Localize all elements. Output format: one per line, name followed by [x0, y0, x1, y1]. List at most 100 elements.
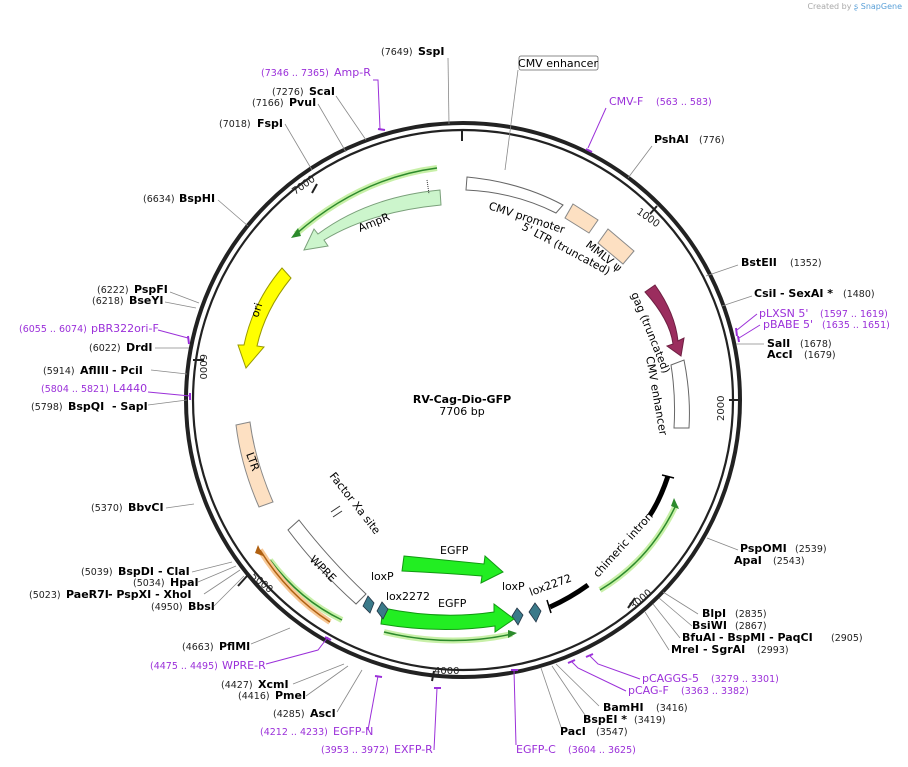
cag-bar-end: [661, 474, 675, 479]
svg-text:(1635 .. 1651): (1635 .. 1651): [822, 320, 890, 331]
tick-label-7000: 7000: [290, 174, 317, 198]
cag-promoter-bar: [647, 475, 671, 517]
svg-text:(3363 .. 3382): (3363 .. 3382): [681, 686, 749, 697]
site-bspdi: BspDI: [118, 565, 154, 578]
ltr-label: LTR: [243, 451, 262, 474]
primer-wpre-r: WPRE-R: [222, 659, 266, 672]
svg-text:(3416): (3416): [656, 703, 688, 714]
svg-text:(6222): (6222): [97, 285, 129, 296]
svg-text:(4212 .. 4233): (4212 .. 4233): [260, 727, 328, 738]
site-blpi: BlpI: [702, 607, 726, 620]
svg-text:(1679): (1679): [804, 350, 836, 361]
ampr-arrow: [303, 189, 442, 251]
site-pflmi: PflMI: [219, 640, 250, 653]
primers: (7346 .. 7365) Amp-R CMV-F (563 .. 583) …: [19, 66, 890, 756]
svg-text:(4950): (4950): [151, 602, 183, 613]
site-bsphi: BspHI: [179, 192, 215, 205]
lox2272-right-label: lox2272: [528, 572, 574, 599]
site-sspi: SspI: [418, 45, 444, 58]
primer-pbr322ori-f: pBR322ori-F: [91, 322, 159, 335]
site-bspei: BspEI *: [583, 713, 627, 726]
svg-text:(776): (776): [699, 135, 725, 146]
svg-text:(6634): (6634): [143, 194, 175, 205]
site-bbvci: BbvCI: [128, 501, 164, 514]
site-mrei: MreI: [671, 643, 699, 656]
svg-text:(4663): (4663): [182, 642, 214, 653]
svg-text:(2867): (2867): [735, 621, 767, 632]
egfp-line: [383, 631, 513, 642]
svg-text:(6022): (6022): [89, 343, 121, 354]
ori-arrow: [237, 267, 292, 369]
site-pshai: PshAI: [654, 133, 689, 146]
primer-pcag-f: pCAG-F: [628, 684, 669, 697]
site-bsteii: BstEII: [741, 256, 777, 269]
svg-text:(5798): (5798): [31, 402, 63, 413]
svg-text:(4416): (4416): [238, 691, 270, 702]
svg-text:(3419): (3419): [634, 715, 666, 726]
egfp-lower-label: EGFP: [438, 597, 467, 610]
site-csii: CsiI: [754, 287, 776, 300]
factor-xa-mark: [330, 505, 341, 513]
site-sali: SalI: [767, 337, 790, 350]
svg-text:(5034): (5034): [133, 578, 165, 589]
svg-text:(6055 .. 6074): (6055 .. 6074): [19, 324, 87, 335]
ampr-line: [295, 167, 438, 235]
svg-text:(1480): (1480): [843, 289, 875, 300]
ori-label: ori: [248, 301, 265, 319]
cmv-enhancer-block: [670, 359, 690, 429]
svg-text:(2539): (2539): [795, 544, 827, 555]
tick-label-4000: 4000: [434, 666, 459, 677]
svg-text:- SgrAI: - SgrAI: [703, 643, 745, 656]
svg-text:- SexAI *: - SexAI *: [780, 287, 833, 300]
site-scai: ScaI: [309, 85, 335, 98]
svg-text:(4427): (4427): [221, 680, 253, 691]
loxp-left-label: loxP: [371, 570, 394, 583]
loxp-left-shape: [362, 595, 375, 614]
primer-amp-r: Amp-R: [334, 66, 371, 79]
svg-text:(7649): (7649): [381, 47, 413, 58]
svg-text:(5039): (5039): [81, 567, 113, 578]
tick-7000: [311, 183, 318, 194]
primer-egfp-n: EGFP-N: [333, 725, 373, 738]
site-bbsi: BbsI: [188, 600, 215, 613]
chimeric-intron-label: chimeric intron: [591, 510, 656, 580]
lox2272-left-label: lox2272: [386, 590, 430, 603]
svg-text:(2993): (2993): [757, 645, 789, 656]
tick-label-2000: 2000: [716, 396, 727, 421]
site-drdi: DrdI: [126, 341, 153, 354]
site-asci: AscI: [310, 707, 336, 720]
site-pvui: PvuI: [289, 96, 316, 109]
site-paer7i: PaeR7I: [66, 588, 109, 601]
svg-text:(3279 .. 3301): (3279 .. 3301): [711, 674, 779, 685]
mmlv-psi-block: [597, 228, 635, 265]
cmv-enhancer-top-label: CMV enhancer: [518, 57, 598, 70]
primer-l4440: L4440: [113, 382, 147, 395]
svg-text:(1597 .. 1619): (1597 .. 1619): [820, 309, 888, 320]
primer-pcaggs-5: pCAGGS-5: [642, 672, 699, 685]
svg-text:- PspXI - XhoI: - PspXI - XhoI: [108, 588, 191, 601]
site-afliii: AflIII: [80, 364, 109, 377]
intron-arrowhead: [671, 498, 679, 509]
svg-text:(5023): (5023): [29, 590, 61, 601]
svg-text:(4285): (4285): [273, 709, 305, 720]
site-pmei: PmeI: [275, 689, 306, 702]
ltr5-block: [564, 203, 599, 234]
plasmid-name: RV-Cag-Dio-GFP: [413, 393, 511, 406]
svg-text:(5370): (5370): [91, 503, 123, 514]
sites-right: PshAI (776) BstEII (1352) CsiI - SexAI *…: [540, 133, 875, 738]
loxp-right-shape: [511, 607, 524, 626]
site-pspfi: PspFI: [134, 283, 168, 296]
svg-text:(2905): (2905): [831, 633, 863, 644]
egfp-upper-arrow: [401, 554, 504, 584]
svg-text:(7018): (7018): [219, 119, 251, 130]
wpre-orange-line: [259, 549, 331, 623]
svg-text:- SapI: - SapI: [112, 400, 148, 413]
svg-text:(3604 .. 3625): (3604 .. 3625): [568, 745, 636, 756]
site-fspi: FspI: [257, 117, 283, 130]
tick-3000: [627, 597, 636, 609]
svg-text:(7346 .. 7365): (7346 .. 7365): [261, 68, 329, 79]
svg-text:(2543): (2543): [773, 556, 805, 567]
svg-text:(5804 .. 5821): (5804 .. 5821): [41, 384, 109, 395]
egfp-upper-label: EGFP: [440, 544, 469, 557]
